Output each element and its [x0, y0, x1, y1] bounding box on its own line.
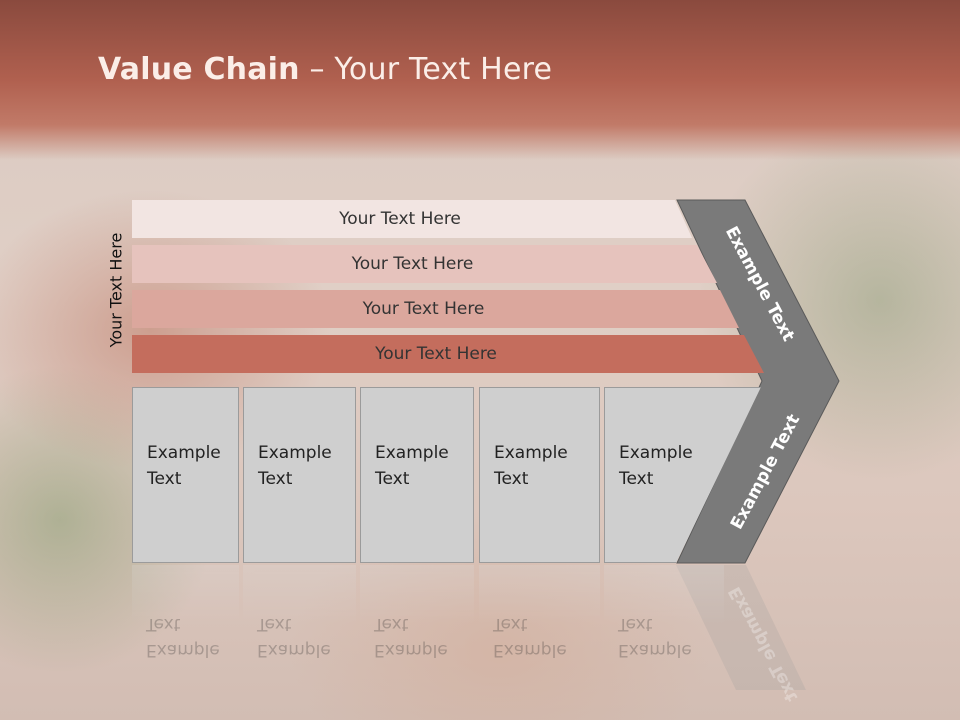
title-rest: – Your Text Here	[299, 52, 553, 87]
box-2-line1: Example	[258, 443, 332, 463]
box-3-line2: Text	[375, 469, 410, 489]
reflection-text: Text	[618, 614, 653, 634]
chevron-reflection	[676, 565, 806, 690]
box-2-reflection: Example Text	[243, 565, 356, 715]
chevron-arrow	[676, 199, 840, 564]
reflection-text: Text	[257, 614, 292, 634]
activity-box-3[interactable]: Example Text	[360, 387, 474, 563]
band-3-label: Your Text Here	[362, 299, 485, 319]
band-4[interactable]: Your Text Here	[132, 335, 764, 373]
box-5-line1: Example	[619, 443, 693, 463]
side-label: Your Text Here	[106, 232, 126, 348]
title-bold: Value Chain	[98, 52, 300, 87]
band-1-label: Your Text Here	[339, 209, 461, 229]
box-4-line1: Example	[494, 443, 568, 463]
box-1-reflection: Example Text	[132, 565, 239, 715]
band-2[interactable]: Your Text Here	[132, 245, 717, 283]
band-2-label: Your Text Here	[351, 254, 474, 274]
band-3[interactable]: Your Text Here	[132, 290, 739, 328]
activity-box-4[interactable]: Example Text	[479, 387, 600, 563]
activity-box-2[interactable]: Example Text	[243, 387, 356, 563]
box-4-line2: Text	[494, 469, 529, 489]
reflection-text: Text	[374, 614, 409, 634]
box-3-reflection: Example Text	[360, 565, 474, 715]
box-1-line2: Text	[147, 469, 182, 489]
reflection-text: Text	[493, 614, 528, 634]
reflection-text: Example	[493, 640, 567, 660]
box-3-line1: Example	[375, 443, 449, 463]
band-1[interactable]: Your Text Here	[132, 200, 692, 238]
band-4-label: Your Text Here	[375, 344, 497, 364]
reflection-text: Example	[257, 640, 331, 660]
header-band	[0, 0, 960, 160]
reflection-text: Example	[146, 640, 220, 660]
box-1-line1: Example	[147, 443, 221, 463]
reflection-text: Example	[618, 640, 692, 660]
box-5-line2: Text	[619, 469, 654, 489]
box-4-reflection: Example Text	[479, 565, 600, 715]
box-2-line2: Text	[258, 469, 293, 489]
activity-box-1[interactable]: Example Text	[132, 387, 239, 563]
box-5-reflection: Example Text	[604, 565, 724, 715]
reflection-text: Text	[146, 614, 181, 634]
reflection-text: Example	[374, 640, 448, 660]
slide-title[interactable]: Value Chain – Your Text Here	[98, 52, 552, 87]
